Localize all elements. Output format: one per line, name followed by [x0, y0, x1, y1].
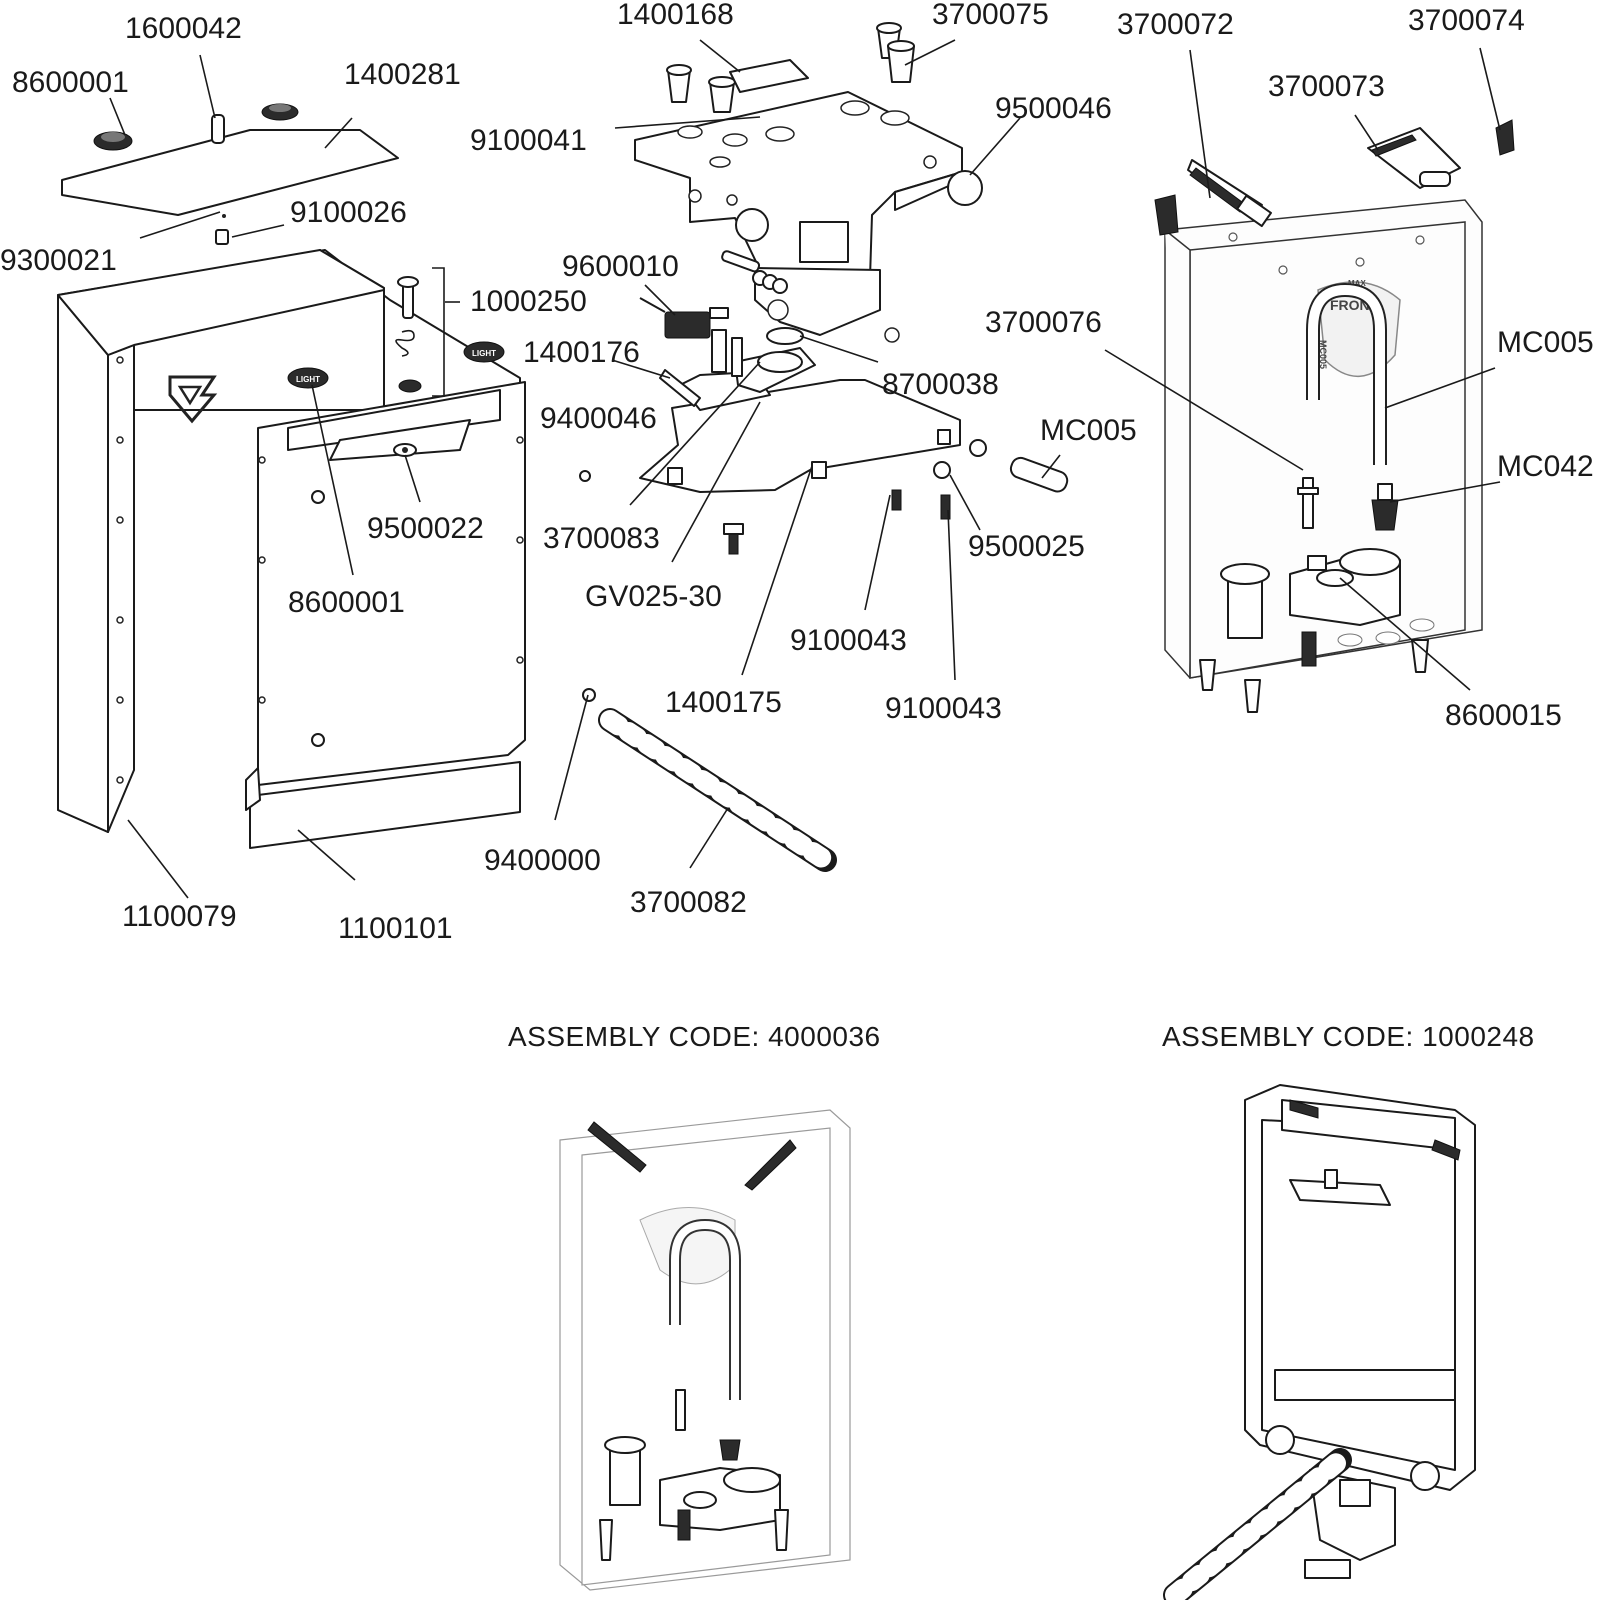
- top-plate-group: [61, 103, 399, 245]
- pin: [211, 114, 225, 144]
- label-3700073: 3700073: [1268, 70, 1385, 103]
- label-3700074: 3700074: [1408, 4, 1525, 37]
- housing-side-panel: [107, 344, 135, 833]
- part-labels: 8600001 1600042 1400281 9100026 9300021 …: [0, 0, 1594, 945]
- label-9100041: 9100041: [470, 124, 587, 157]
- assembly-title-1000248: ASSEMBLY CODE: 1000248: [1162, 1021, 1535, 1052]
- label-1400168: 1400168: [617, 0, 734, 31]
- label-mc005-right: MC005: [1497, 326, 1594, 359]
- grommet-9500046: [947, 170, 983, 206]
- bolt-washers: [721, 250, 788, 294]
- spring-assembly: [395, 267, 445, 397]
- small-hardware: [579, 439, 1069, 702]
- label-9100026: 9100026: [290, 196, 407, 229]
- o-ring: [766, 327, 804, 345]
- label-8700038: 8700038: [882, 368, 999, 401]
- label-8600015: 8600015: [1445, 699, 1562, 732]
- max-decal-text: MAX: [1348, 279, 1366, 288]
- assembly-4000036: [559, 1109, 851, 1591]
- float-valve: [659, 329, 816, 407]
- top-caps: [666, 22, 915, 113]
- clip-left-small: [1154, 194, 1179, 236]
- label-mc005-center: MC005: [1040, 414, 1137, 447]
- label-9100043-a: 9100043: [790, 624, 907, 657]
- light-decal-2-text: LIGHT: [472, 349, 496, 358]
- assembly-1000248: [1163, 1084, 1476, 1600]
- tank-base-parts: [1220, 548, 1435, 667]
- assembly-title-4000036: ASSEMBLY CODE: 4000036: [508, 1021, 881, 1052]
- label-9600010: 9600010: [562, 250, 679, 283]
- label-3700075: 3700075: [932, 0, 1049, 31]
- front-panel: [245, 381, 526, 849]
- brand-logo: [168, 375, 218, 424]
- fitting-3700076: [1302, 477, 1314, 529]
- lower-bracket: [639, 371, 961, 493]
- screw-9100026: [215, 229, 229, 245]
- upper-bracket: [634, 91, 963, 343]
- label-8600001-front: 8600001: [288, 586, 405, 619]
- tube-code-text: MC005: [1318, 340, 1328, 369]
- label-9500046: 9500046: [995, 92, 1112, 125]
- label-9400000: 9400000: [484, 844, 601, 877]
- label-9500025: 9500025: [968, 530, 1085, 563]
- label-1100101: 1100101: [338, 912, 453, 945]
- label-1400281: 1400281: [344, 58, 461, 91]
- bottom-trim: [249, 761, 521, 849]
- tank: FRONT MAX MC005: [1154, 119, 1515, 713]
- label-mc042: MC042: [1497, 450, 1594, 483]
- light-decal: LIGHT: [287, 367, 329, 389]
- label-9500022: 9500022: [367, 512, 484, 545]
- housing-left-wall: [57, 294, 109, 833]
- label-9100043-b: 9100043: [885, 692, 1002, 725]
- tank-feet: [1199, 639, 1429, 713]
- label-9400046: 9400046: [540, 402, 657, 435]
- label-1000250: 1000250: [470, 285, 587, 318]
- light-decal-2: LIGHT: [463, 341, 505, 363]
- clip-3700073: [1367, 127, 1461, 189]
- label-9300021: 9300021: [0, 244, 117, 277]
- label-3700082: 3700082: [630, 886, 747, 919]
- fitting-mc042: [1371, 499, 1399, 531]
- label-1600042: 1600042: [125, 12, 242, 45]
- label-1400176: 1400176: [523, 336, 640, 369]
- label-3700072: 3700072: [1117, 8, 1234, 41]
- label-1100079: 1100079: [122, 900, 237, 933]
- micro-switch: [639, 297, 729, 339]
- label-1400175: 1400175: [665, 686, 782, 719]
- label-8600001-top: 8600001: [12, 66, 129, 99]
- label-gv025-30: GV025-30: [585, 580, 722, 613]
- label-3700076: 3700076: [985, 306, 1102, 339]
- leader-lines: [109, 39, 1501, 899]
- spiral-hose: [598, 708, 837, 872]
- label-3700083: 3700083: [543, 522, 660, 555]
- top-plate: [61, 129, 399, 216]
- light-decal-text: LIGHT: [296, 375, 320, 384]
- clip-3700072: [1187, 159, 1272, 228]
